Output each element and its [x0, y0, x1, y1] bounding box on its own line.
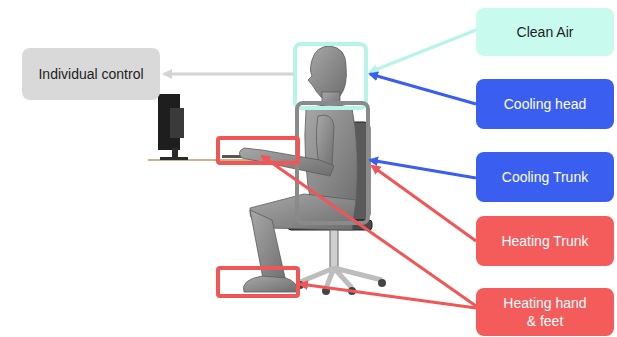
text-group: Clean Air: [517, 23, 574, 41]
head-frame: [295, 44, 366, 108]
box-label: Heating hand & feet: [499, 294, 591, 330]
leader-line: [370, 30, 476, 72]
label-box: Heating Trunk: [476, 216, 614, 266]
leader-line: [262, 156, 476, 306]
monitor-stand: [172, 148, 178, 158]
monitor-back: [170, 108, 184, 138]
leader-line: [372, 166, 476, 241]
label-box: Cooling head: [476, 79, 614, 129]
label-box: Clean Air: [476, 8, 614, 56]
leader-line: [300, 284, 476, 308]
label-box: Cooling Trunk: [476, 152, 614, 202]
text-group: Cooling Trunk: [502, 168, 588, 186]
hand-frame: [218, 138, 298, 163]
box-label: Heating Trunk: [501, 232, 588, 250]
label-box: Heating hand & feet: [476, 288, 614, 336]
text-group: Cooling head: [504, 95, 587, 113]
box-label: Cooling Trunk: [502, 168, 588, 186]
text-group: Heating Trunk: [501, 232, 588, 250]
text-group: Heating hand & feet: [499, 294, 591, 330]
box-label: Cooling head: [504, 95, 587, 113]
leader-line: [164, 73, 294, 76]
leader-line: [370, 74, 476, 104]
box-label: Individual control: [38, 65, 143, 83]
text-group: Individual control: [38, 65, 143, 83]
control-box: Individual control: [22, 48, 160, 100]
feet-frame: [218, 268, 298, 296]
box-label: Clean Air: [517, 23, 574, 41]
monitor-base: [160, 157, 188, 160]
